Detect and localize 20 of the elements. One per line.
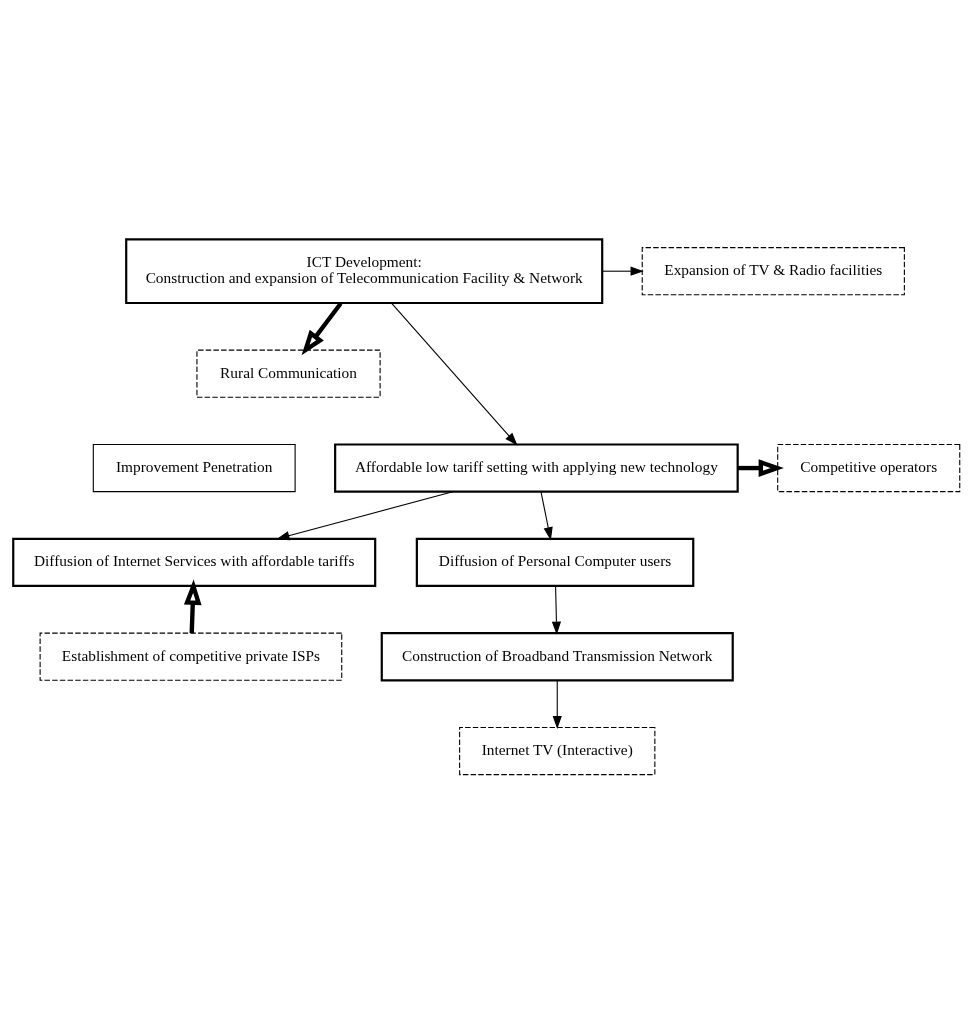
node-box: Construction of Broadband Transmission Network [380,632,734,682]
node-box: Improvement Penetration [92,443,296,493]
arrow [276,491,454,541]
node-box: Internet TV (Interactive) [459,726,656,776]
arrow [601,266,644,276]
node-box: Affordable low tariff setting with applying new technology [334,443,739,493]
node-box: Competitive operators [777,443,961,493]
arrow [390,302,518,446]
node-box: Expansion of TV & Radio facilities [641,247,905,296]
arrow [552,680,562,730]
node-box: ICT Development: Construction and expansion of Telecommunication Facility & Network [125,238,604,305]
arrow [301,302,343,356]
arrow [737,459,784,477]
node-box: Rural Communication [196,349,381,398]
node-box: Diffusion of Personal Computer users [415,537,695,588]
node-box: Diffusion of Internet Services with affordable tariffs [12,537,377,588]
arrow [551,585,562,635]
arrow [540,491,553,541]
node-box: Establishment of competitive private ISPs [39,632,343,681]
arrow [183,579,202,634]
